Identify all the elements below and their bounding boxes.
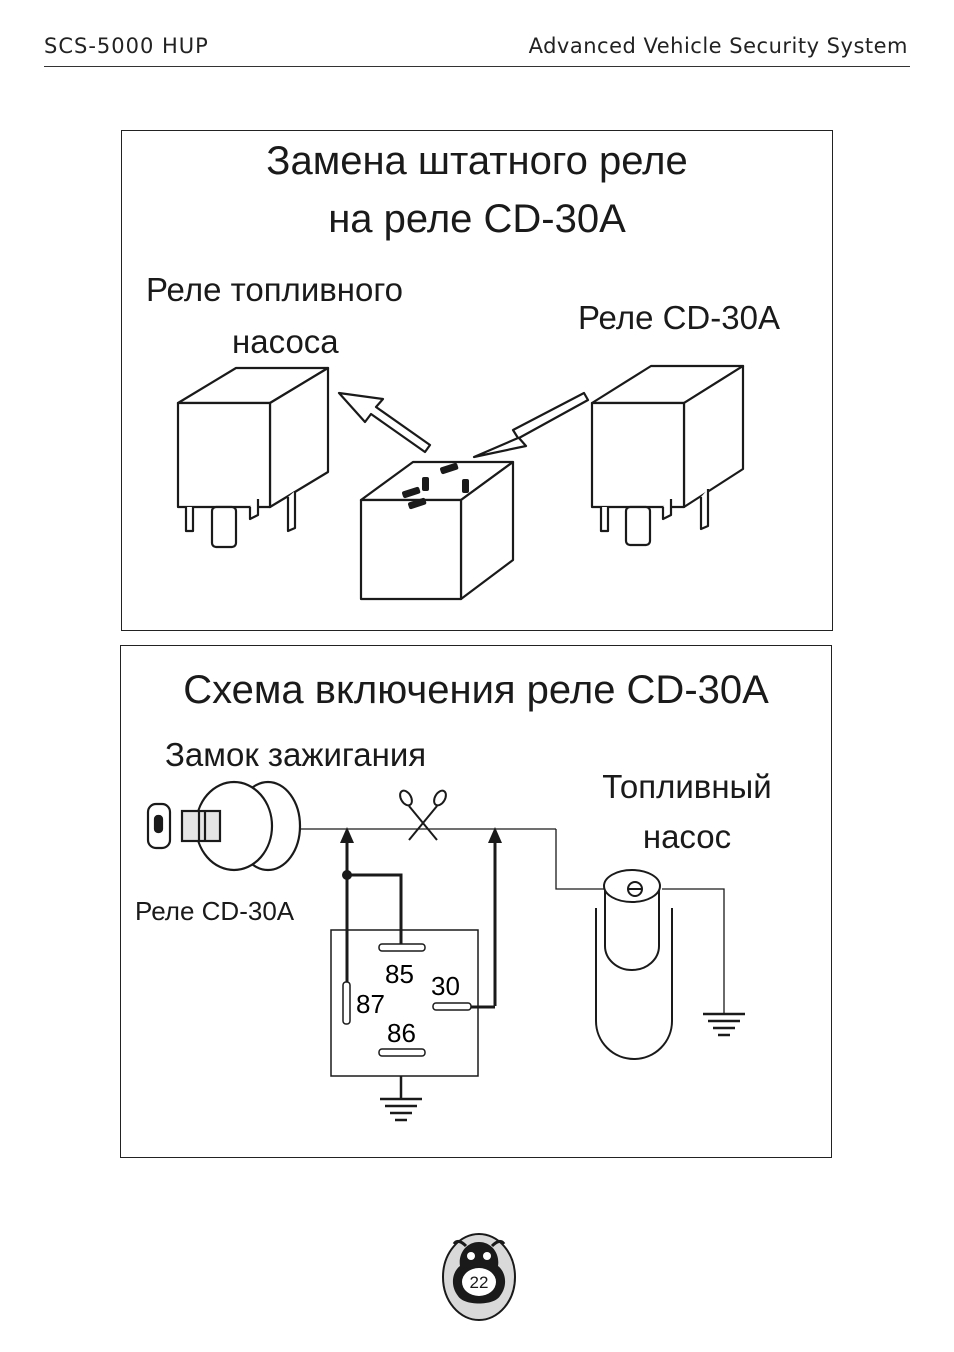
panel2-title: Схема включения реле CD-30A (183, 668, 769, 712)
wiring-diagram-drawing: 85 87 30 86 (146, 780, 745, 1122)
relay-label: Реле CD-30A (135, 896, 295, 926)
stock-relay-label: Реле топливного насоса (146, 265, 462, 367)
fuel-pump-illustration (595, 869, 673, 1060)
relay-ground-icon (380, 1076, 422, 1122)
cd30a-relay-label: Реле CD-30A (578, 299, 780, 336)
cut-wire-icon (399, 789, 447, 841)
fuel-pump-label-line1: Топливный (602, 768, 772, 805)
stock-relay-label-line2: насоса (232, 323, 339, 360)
stock-relay-illustration (176, 366, 330, 549)
header-product-title: Advanced Vehicle Security System (528, 34, 908, 58)
stock-relay-label-line1: Реле топливного (146, 271, 404, 308)
pin-86-label: 86 (387, 1018, 416, 1048)
header-model: SCS-5000 HUP (44, 34, 209, 58)
page-number-badge: 22 (442, 1233, 516, 1321)
ignition-switch-label: Замок зажигания (165, 736, 427, 773)
fuel-pump-label: Топливный насос (567, 762, 807, 862)
ignition-switch-illustration (146, 780, 302, 872)
panel1-title: Замена штатного реле на реле CD-30A (122, 137, 832, 243)
socket-slots (402, 462, 469, 510)
arrow-from-cd30a-relay (472, 391, 590, 459)
pump-ground-icon (703, 1012, 745, 1037)
pin-87-label: 87 (356, 989, 385, 1019)
relay-body (330, 929, 479, 1077)
arrow-to-stock-relay (337, 391, 432, 454)
panel1-title-line1: Замена штатного реле (266, 139, 688, 183)
relay-pin-numbers: 85 87 30 86 (356, 959, 460, 1048)
relay-socket-illustration (359, 460, 515, 601)
pin-85-label: 85 (385, 959, 414, 989)
relay-pin-slots (342, 943, 472, 1057)
fuel-pump-label-line2: насос (642, 818, 732, 855)
relay-replacement-panel: Замена штатного реле на реле CD-30A Реле… (121, 130, 833, 631)
panel1-title-line2: на реле CD-30A (328, 197, 626, 241)
page-number: 22 (470, 1273, 489, 1292)
connection-arrows (340, 827, 502, 880)
cd30a-relay-illustration (590, 364, 745, 547)
relay-replacement-drawing (176, 364, 745, 601)
pin-30-label: 30 (431, 971, 460, 1001)
wiring-diagram-panel: Схема включения реле CD-30A Замок зажига… (120, 645, 832, 1158)
header-rule (44, 66, 910, 67)
